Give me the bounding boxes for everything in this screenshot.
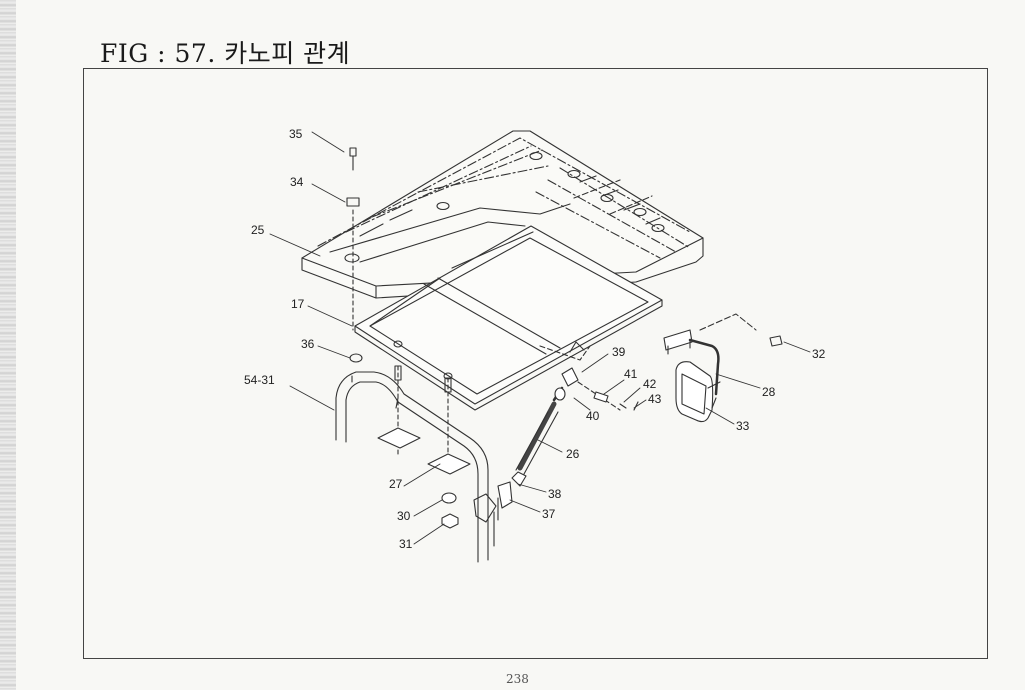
diagram-frame [83, 68, 988, 659]
label-27: 27 [389, 477, 403, 491]
part-labels: 35 34 25 17 36 54-31 39 41 42 43 40 32 2… [244, 127, 826, 551]
label-42: 42 [643, 377, 657, 391]
canopy-frame [354, 225, 663, 411]
scan-binding-edge [0, 0, 16, 690]
label-35: 35 [289, 127, 303, 141]
label-17: 17 [291, 297, 305, 311]
gas-strut [497, 386, 566, 509]
label-34: 34 [290, 175, 304, 189]
label-31: 31 [399, 537, 413, 551]
label-28: 28 [762, 385, 776, 399]
label-43: 43 [648, 392, 662, 406]
label-33: 33 [736, 419, 750, 433]
label-38: 38 [548, 487, 562, 501]
label-36: 36 [301, 337, 315, 351]
leader-lines [269, 131, 811, 545]
label-37: 37 [542, 507, 556, 521]
label-40: 40 [586, 409, 600, 423]
label-26: 26 [566, 447, 580, 461]
mirror-assembly [663, 313, 783, 423]
roll-bar [335, 371, 499, 563]
label-41: 41 [624, 367, 638, 381]
label-30: 30 [397, 509, 411, 523]
label-54-31: 54-31 [244, 373, 275, 387]
figure-title: FIG : 57. 카노피 관계 [100, 39, 351, 68]
label-32: 32 [812, 347, 826, 361]
label-25: 25 [251, 223, 265, 237]
page-number: 238 [506, 672, 529, 686]
canopy-roof [301, 130, 704, 299]
hinge-pins [561, 341, 639, 411]
mounting-plates [377, 365, 471, 529]
label-39: 39 [612, 345, 626, 359]
